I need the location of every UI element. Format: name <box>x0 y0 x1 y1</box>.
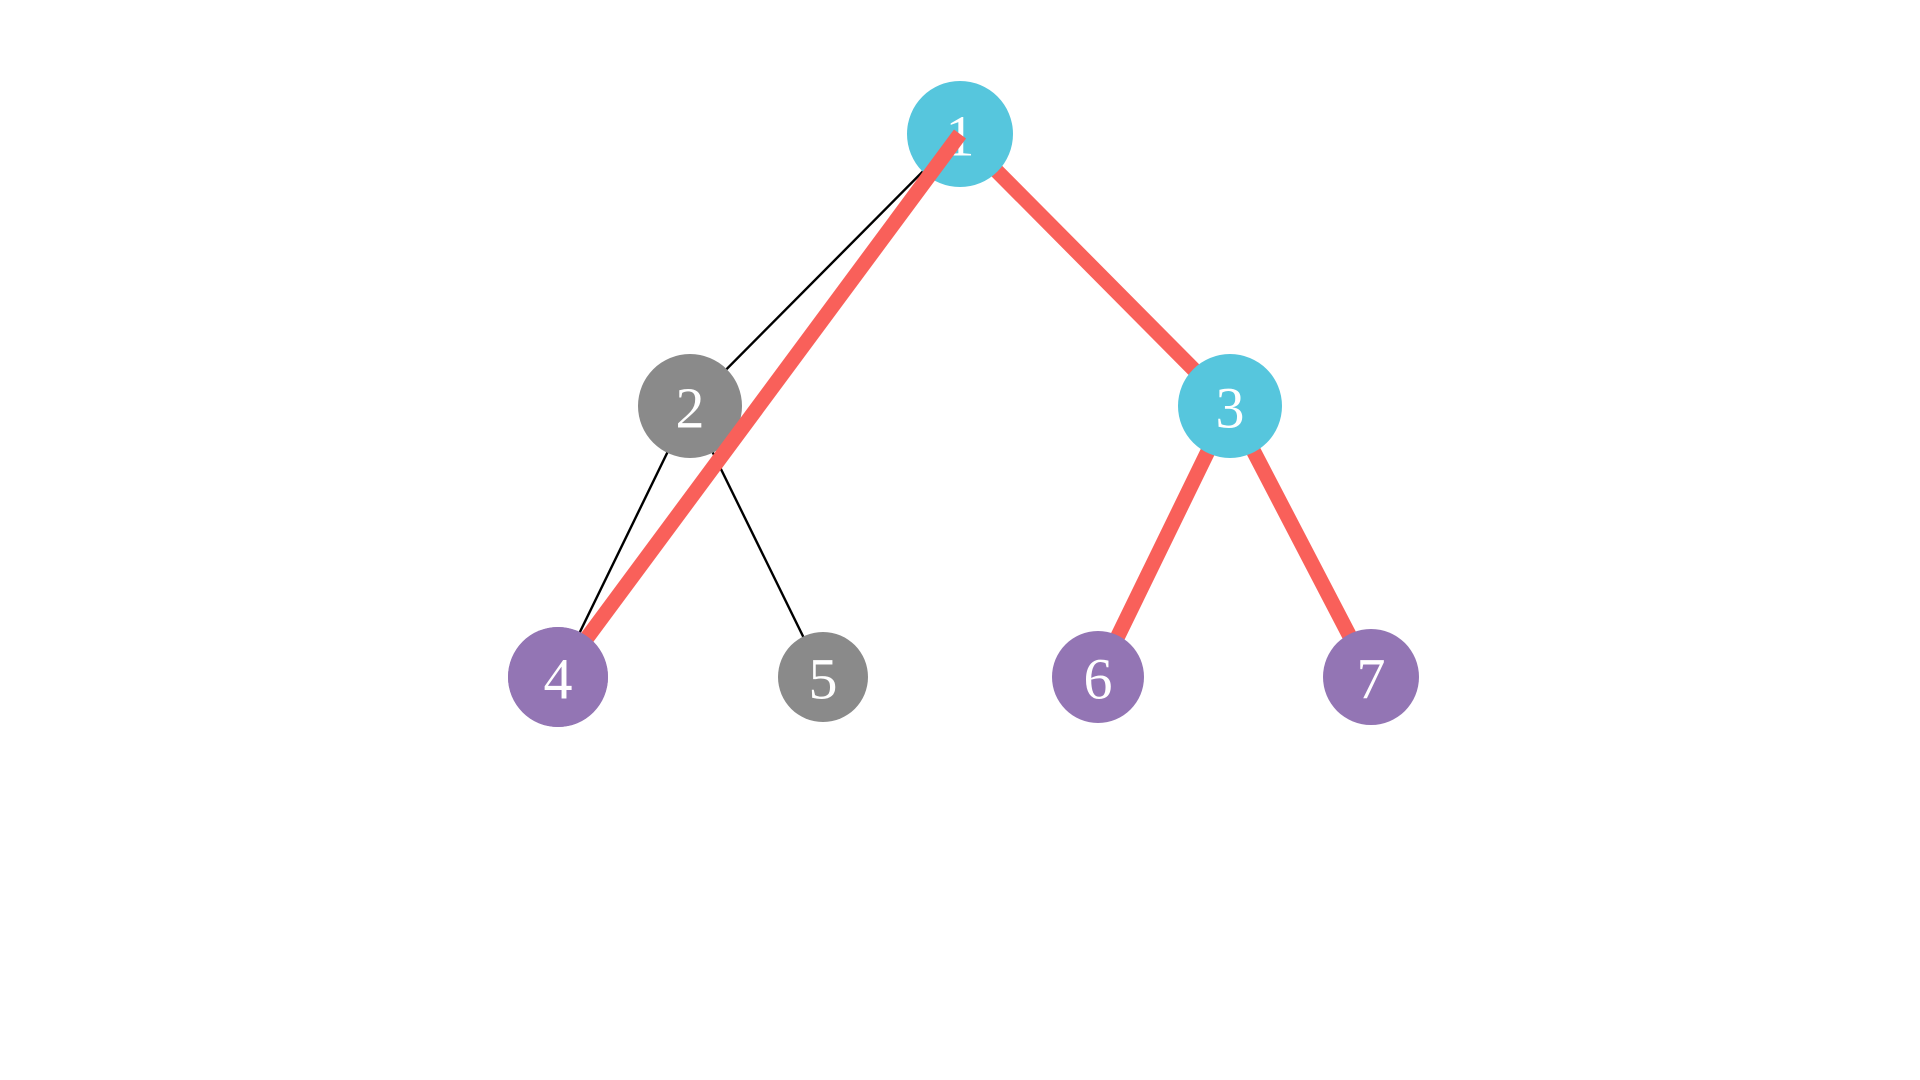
node-circle-6[interactable] <box>1052 631 1144 723</box>
graph-node-4-front[interactable]: 4 <box>508 627 608 727</box>
node-label-3: 3 <box>1216 376 1245 441</box>
highlight-path-1-4 <box>551 129 967 682</box>
graph-node-6[interactable]: 6 <box>1052 631 1144 723</box>
node-label-5: 5 <box>809 647 838 712</box>
node-circle-3[interactable] <box>1178 354 1282 458</box>
node-circle-7[interactable] <box>1323 629 1419 725</box>
node-label-6: 6 <box>1084 647 1113 712</box>
node-circle-2[interactable] <box>638 354 742 458</box>
graph-node-2[interactable]: 2 <box>638 354 742 458</box>
highlight-edge-1-3 <box>954 128 1236 412</box>
node-circle-4-front[interactable] <box>508 627 608 727</box>
node-label-7: 7 <box>1357 647 1386 712</box>
tree-edge-1-2 <box>689 133 961 407</box>
graph-node-5[interactable]: 5 <box>778 632 868 722</box>
node-circle-5[interactable] <box>778 632 868 722</box>
overlay-highlight-layer: 4 <box>508 129 967 727</box>
graph-node-3[interactable]: 3 <box>1178 354 1282 458</box>
node-label-4-front: 4 <box>544 647 573 712</box>
graph-node-7[interactable]: 7 <box>1323 629 1419 725</box>
node-label-2: 2 <box>676 376 705 441</box>
